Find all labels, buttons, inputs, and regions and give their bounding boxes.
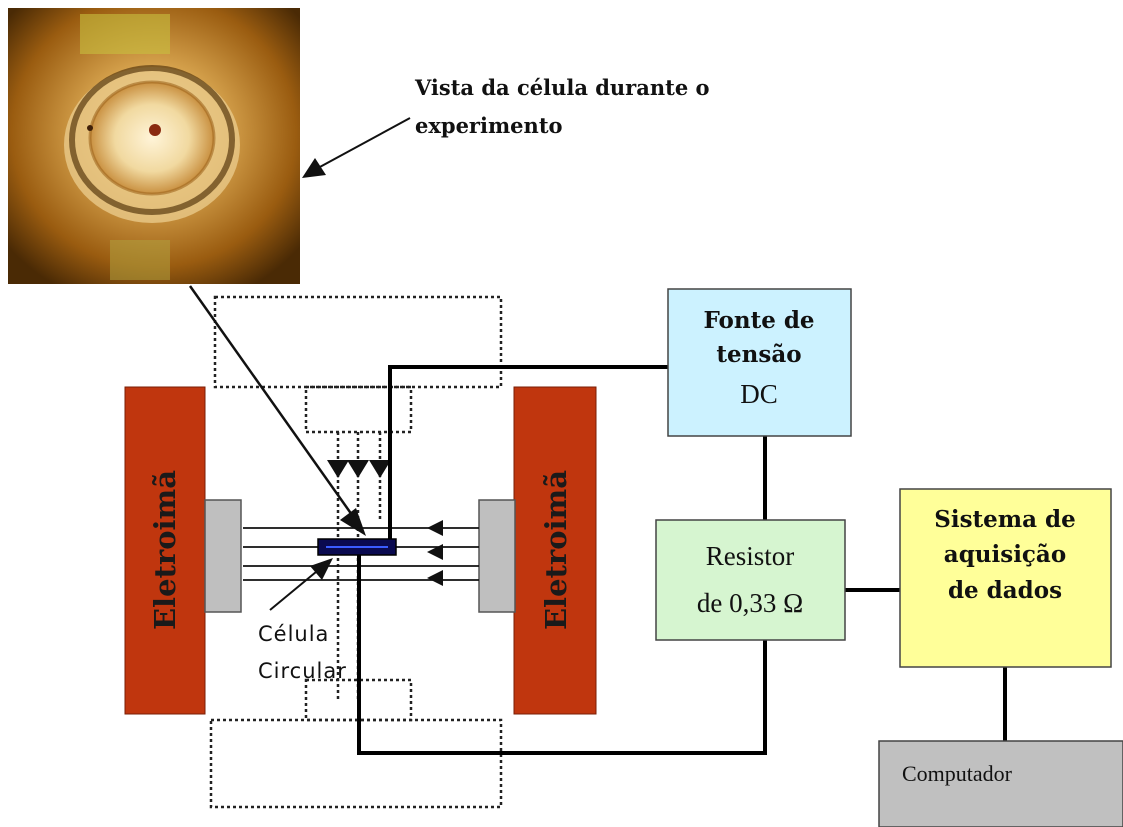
photo-to-cell-arrow <box>188 285 366 536</box>
dc-power-supply-box: Fonte de tensão DC <box>667 288 852 437</box>
cell-label-line2: Circular <box>258 659 347 683</box>
cell-label-line1: Célula <box>258 622 329 646</box>
acquisition-line2: aquisição <box>944 541 1066 568</box>
photo-caption-line1: Vista da célula durante o <box>414 75 710 100</box>
power-supply-line2: tensão <box>716 341 801 368</box>
circuit-wires <box>357 365 1007 755</box>
photo-caption-line2: experimento <box>415 113 563 138</box>
left-electromagnet-label: Eletroimã <box>148 470 182 630</box>
resistor-box: Resistor de 0,33 Ω <box>655 519 846 641</box>
right-electromagnet-label: Eletroimã <box>539 470 573 630</box>
cell-photo <box>8 8 300 284</box>
left-electromagnet: Eletroimã <box>124 386 242 715</box>
computer-box: Computador <box>878 740 1123 827</box>
power-supply-line1: Fonte de <box>703 307 814 334</box>
bottom-support-outline <box>209 678 503 809</box>
photo-caption-arrow <box>302 117 411 178</box>
computer-label: Computador <box>902 761 1013 786</box>
field-direction-arrows <box>427 520 443 586</box>
data-acquisition-box: Sistema de aquisição de dados <box>899 488 1112 668</box>
electrode-arrows <box>327 460 391 478</box>
resistor-line1: Resistor <box>706 541 795 571</box>
cell-label-arrow <box>269 558 333 611</box>
resistor-line2: de 0,33 Ω <box>697 588 803 618</box>
acquisition-line3: de dados <box>948 577 1062 604</box>
right-electromagnet: Eletroimã <box>478 386 597 715</box>
circular-cell <box>317 538 397 556</box>
acquisition-line1: Sistema de <box>934 506 1076 533</box>
power-supply-line3: DC <box>740 379 778 409</box>
